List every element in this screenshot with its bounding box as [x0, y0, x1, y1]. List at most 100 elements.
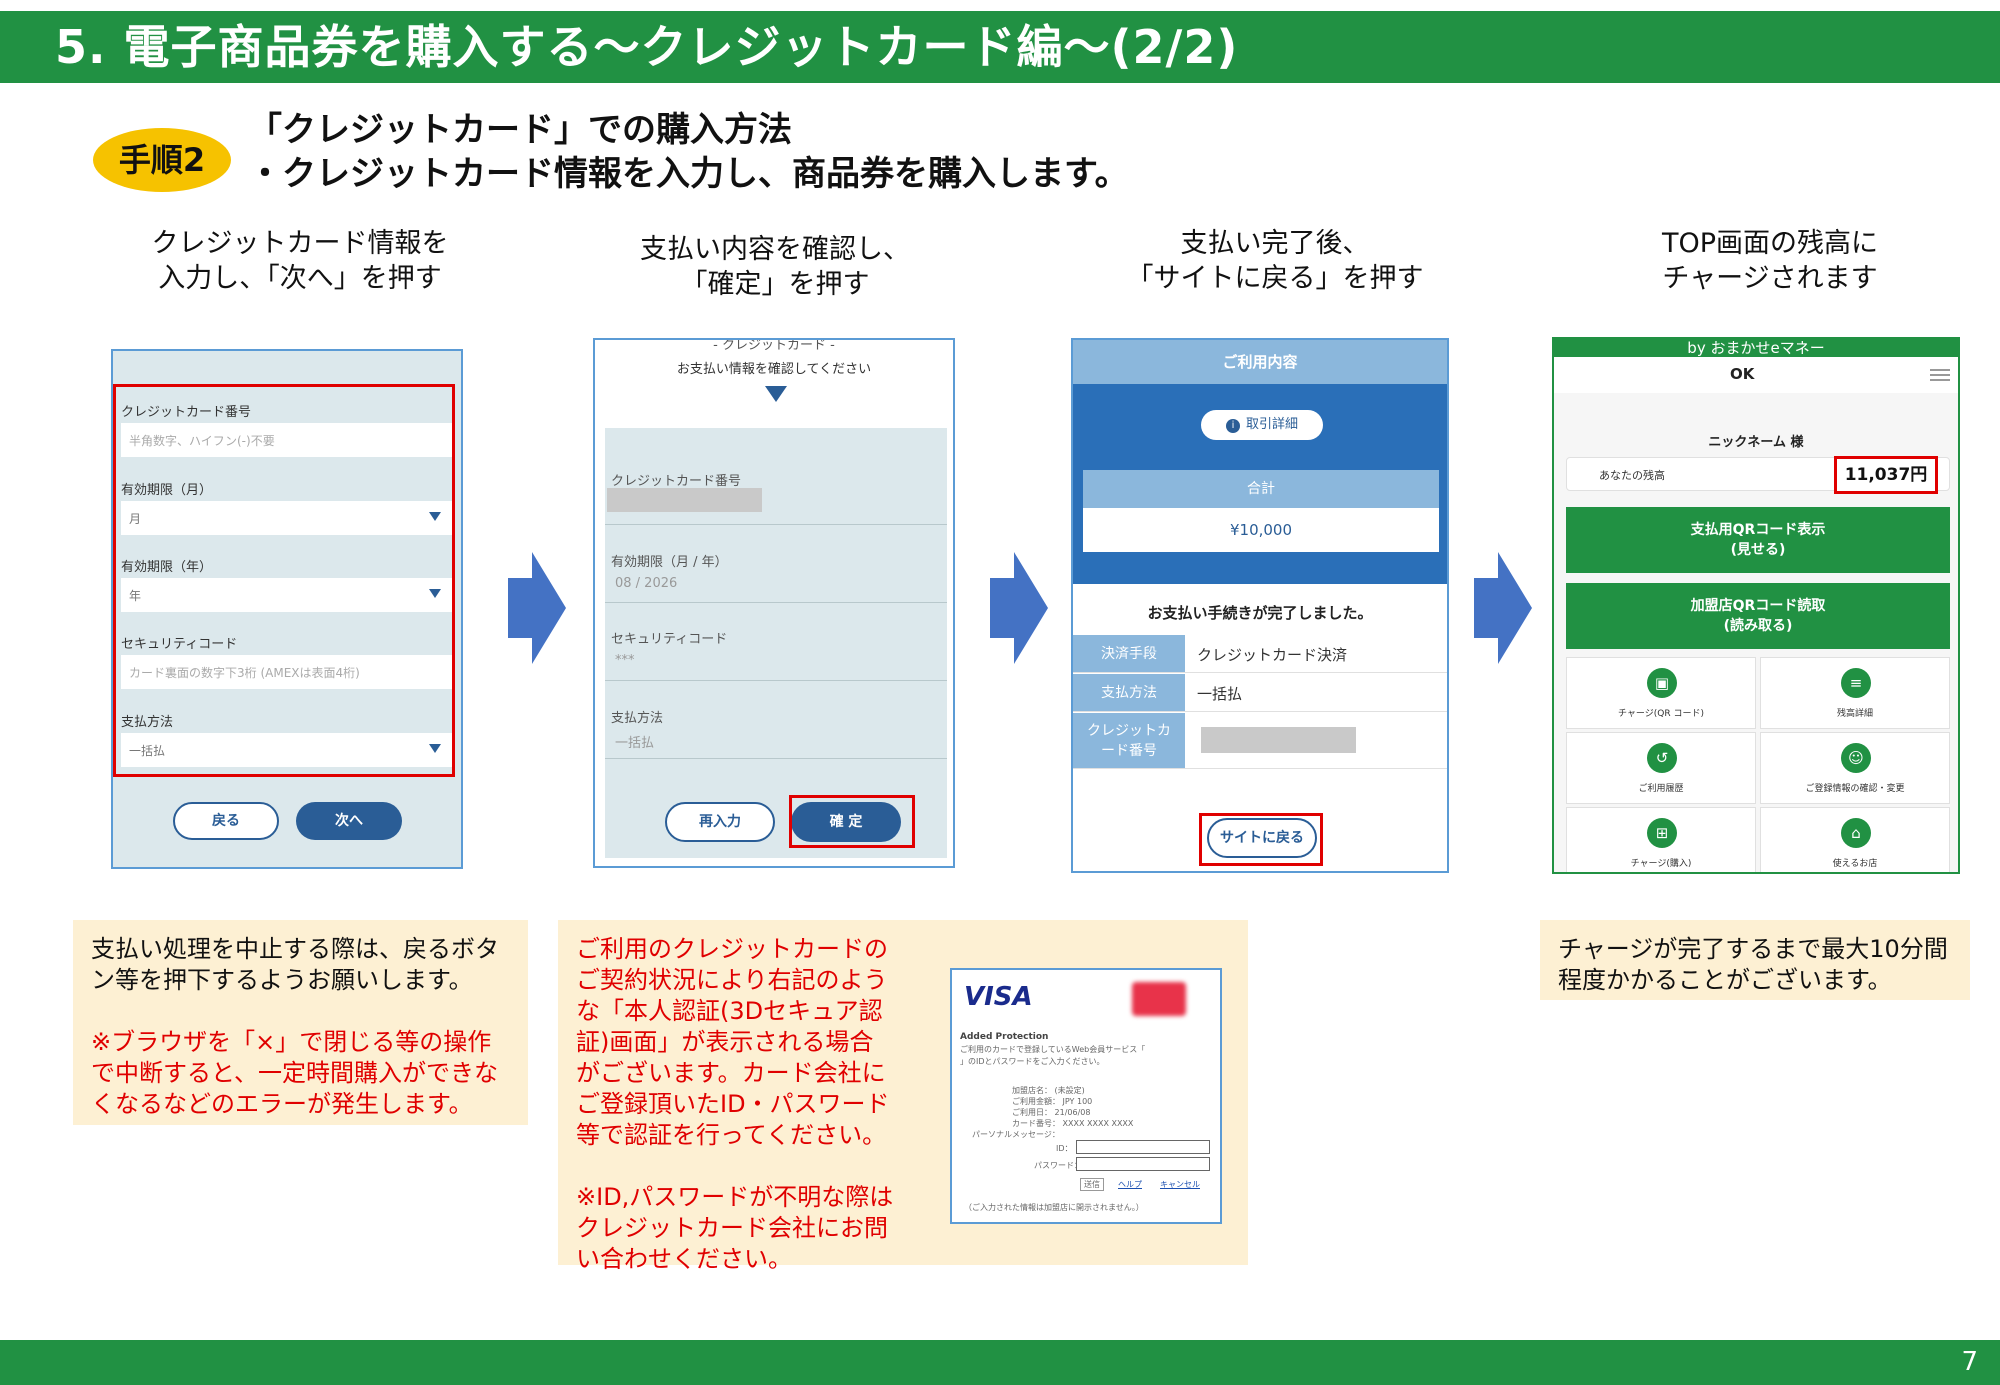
- nickname: ニックネーム 様: [1708, 435, 1804, 450]
- step-title: 「クレジットカード」での購入方法 ・クレジットカード情報を入力し、商品券を購入し…: [248, 108, 1129, 196]
- expiry-month-value: 月: [129, 512, 142, 526]
- step-title-line1: 「クレジットカード」での購入方法: [248, 110, 792, 150]
- visa-3dsecure-sample: VISA Added Protection ご利用のカードで登録しているWeb会…: [950, 968, 1222, 1224]
- detail-key: クレジットカード番号: [1073, 713, 1185, 768]
- footer-bar: [0, 1340, 2000, 1385]
- card-input-screen: クレジットカード番号 半角数字、ハイフン(-)不要 有効期限（月） 月 有効期限…: [111, 349, 463, 869]
- visa-send-button[interactable]: 送信: [1080, 1178, 1104, 1191]
- tile-balance-detail[interactable]: ≡残高詳細: [1760, 657, 1950, 729]
- caption-line: 支払い内容を確認し、: [640, 234, 910, 265]
- confirm-screen: - クレジットカード - お支払い情報を確認してください クレジットカード番号 …: [593, 338, 955, 868]
- visa-logo: VISA: [964, 982, 1033, 1012]
- masked-card-number: [1201, 727, 1356, 753]
- visa-personal: パーソナルメッセージ：: [972, 1130, 1060, 1139]
- visa-help-link[interactable]: ヘルプ: [1118, 1180, 1142, 1189]
- note-cancel-payment: 支払い処理を中止する際は、戻るボタン等を押下するようお願いします。 ※ブラウザを…: [73, 920, 528, 1125]
- store-icon: ⌂: [1841, 818, 1871, 848]
- tile-history[interactable]: ↺ご利用履歴: [1566, 732, 1756, 804]
- tile-profile[interactable]: ☺ご登録情報の確認・変更: [1760, 732, 1950, 804]
- caption-line: 「サイトに戻る」を押す: [1126, 263, 1424, 294]
- basket-icon: ⊞: [1647, 818, 1677, 848]
- security-label: セキュリティコード: [611, 632, 728, 647]
- highlight-return-button: [1199, 813, 1323, 866]
- tile-qr-charge[interactable]: ▣チャージ(QR コード): [1566, 657, 1756, 729]
- balance-value: 11,037円: [1834, 456, 1938, 494]
- visa-amount: ご利用金額： JPY 100: [1012, 1097, 1093, 1106]
- masked-card-number: [607, 488, 762, 512]
- page-number: 7: [1961, 1347, 1978, 1377]
- visa-id-input[interactable]: [1076, 1140, 1210, 1154]
- tile-label: 使えるお店: [1832, 859, 1878, 869]
- card-number-input[interactable]: 半角数字、ハイフン(-)不要: [121, 423, 453, 457]
- step-badge: 手順2: [93, 128, 231, 192]
- down-triangle-icon: [765, 386, 787, 402]
- visa-password-input[interactable]: [1076, 1157, 1210, 1171]
- payment-method-select[interactable]: 一括払: [121, 733, 453, 767]
- qr-read-line1: 加盟店QRコード読取: [1690, 598, 1826, 614]
- detail-key: 支払方法: [1073, 674, 1185, 711]
- app-logo: OK: [1730, 365, 1755, 383]
- hamburger-menu-icon[interactable]: [1930, 369, 1950, 381]
- tile-charge-purchase[interactable]: ⊞ チャージ(購入): [1566, 807, 1756, 872]
- detail-row: 決済手段クレジットカード決済: [1073, 635, 1447, 673]
- reenter-button[interactable]: 再入力: [665, 802, 775, 842]
- tile-label: ご登録情報の確認・変更: [1805, 784, 1905, 794]
- tile-label: チャージ(購入): [1630, 859, 1692, 869]
- expiry-year-select[interactable]: 年: [121, 578, 453, 612]
- detail-row: クレジットカード番号: [1073, 713, 1447, 769]
- app-header: OK: [1554, 357, 1958, 393]
- payment-method-value: 一括払: [129, 744, 166, 758]
- visa-id-label: ID：: [1056, 1144, 1073, 1153]
- detail-value: 一括払: [1197, 685, 1243, 703]
- total-label: 合計: [1083, 470, 1439, 508]
- caption-line: クレジットカード情報を: [151, 228, 449, 259]
- screen2-top-title: - クレジットカード -: [713, 338, 835, 353]
- caption-line: チャージされます: [1662, 263, 1878, 294]
- divider: [605, 602, 947, 603]
- card-number-label: クレジットカード番号: [611, 474, 742, 489]
- page-title: 5. 電子商品券を購入する～クレジットカード編～(2/2): [0, 11, 2000, 83]
- note-warning: ご利用のクレジットカードのご契約状況により右記のような「本人認証(3Dセキュア認…: [576, 935, 890, 1149]
- tile-stores[interactable]: ⌂ 使えるお店: [1760, 807, 1950, 872]
- visa-pw-label: パスワード：: [1034, 1161, 1082, 1170]
- note-text: チャージが完了するまで最大10分間程度かかることがございます。: [1558, 935, 1948, 994]
- note-warning: ※ID,パスワードが不明な際は クレジットカード会社にお問い合わせください。: [576, 1183, 894, 1273]
- balance-detail-icon: ≡: [1841, 668, 1871, 698]
- detail-row: 支払方法一括払: [1073, 674, 1447, 712]
- back-button[interactable]: 戻る: [173, 802, 279, 840]
- caption-line: 支払い完了後、: [1180, 228, 1370, 259]
- expiry-month-select[interactable]: 月: [121, 501, 453, 535]
- confirm-button[interactable]: 確 定: [791, 802, 901, 842]
- caption-step4: TOP画面の残高に チャージされます: [1600, 226, 1940, 296]
- usage-header: ご利用内容: [1073, 340, 1447, 384]
- visa-cancel-link[interactable]: キャンセル: [1160, 1180, 1200, 1189]
- chevron-down-icon: [429, 512, 441, 521]
- step-title-line2: ・クレジットカード情報を入力し、商品券を購入します。: [248, 154, 1129, 194]
- complete-message: お支払い手続きが完了しました。: [1147, 604, 1373, 622]
- security-code-label: セキュリティコード: [121, 637, 238, 652]
- top-screen: by おまかせeマネー OK ニックネーム 様 あなたの残高 11,037円 支…: [1552, 337, 1960, 874]
- visa-footnote: （ご入力された情報は加盟店に開示されません。）: [964, 1203, 1144, 1212]
- visa-date: ご利用日： 21/06/08: [1012, 1108, 1091, 1117]
- read-store-qr-button[interactable]: 加盟店QRコード読取(読み取る): [1566, 583, 1950, 649]
- divider: [605, 680, 947, 681]
- qr-charge-icon: ▣: [1647, 668, 1677, 698]
- visa-cardno: カード番号： XXXX XXXX XXXX: [1012, 1119, 1134, 1128]
- detail-value: クレジットカード決済: [1197, 646, 1348, 664]
- show-payment-qr-button[interactable]: 支払用QRコード表示(見せる): [1566, 507, 1950, 573]
- expiry-year-value: 年: [129, 589, 142, 603]
- divider: [605, 758, 947, 759]
- method-value: 一括払: [615, 736, 655, 751]
- arrow-right-icon: [990, 552, 1048, 664]
- caption-line: TOP画面の残高に: [1661, 228, 1879, 259]
- highlight-card-form: [113, 384, 455, 777]
- security-code-input[interactable]: カード裏面の数字下3桁 (AMEXは表面4桁): [121, 655, 453, 689]
- security-value: ***: [615, 653, 635, 668]
- next-button[interactable]: 次へ: [296, 802, 402, 840]
- visa-desc: ご利用のカードで登録しているWeb会員サービス「: [960, 1045, 1146, 1054]
- note-warning: ※ブラウザを「×」で閉じる等の操作で中断すると、一定時間購入ができなくなるなどの…: [91, 1028, 499, 1118]
- return-to-site-button[interactable]: サイトに戻る: [1207, 818, 1317, 858]
- card-number-label: クレジットカード番号: [121, 405, 252, 420]
